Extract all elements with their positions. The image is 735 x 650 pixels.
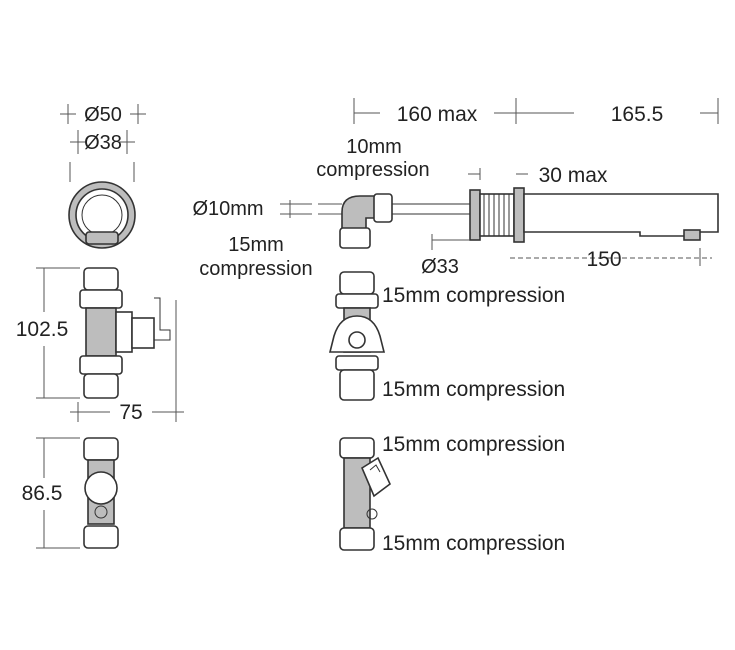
- dim-w-75: 75: [119, 401, 142, 424]
- dim-dia-10mm: Ø10mm: [192, 198, 263, 220]
- callout-valve-bottom: 15mm compression: [382, 378, 565, 401]
- callout-valve-top: 15mm compression: [382, 284, 565, 307]
- dim-dia-38: Ø38: [84, 132, 122, 154]
- callout-10mm-line2: compression: [316, 159, 429, 181]
- callout-strainer-top: 15mm compression: [382, 433, 565, 456]
- spout-end-view: [60, 104, 146, 249]
- callout-15mm-line1: 15mm: [228, 234, 284, 256]
- valve-side-view: [36, 267, 184, 422]
- dim-len-150: 150: [586, 248, 621, 271]
- spout-side-view: [280, 98, 719, 266]
- callout-10mm-line1: 10mm: [346, 136, 402, 158]
- dim-h-86: 86.5: [22, 482, 63, 505]
- dim-len-165: 165.5: [611, 103, 664, 126]
- dim-len-160: 160 max: [397, 103, 478, 126]
- strainer-side-view: [339, 437, 391, 551]
- dim-dia-50: Ø50: [84, 104, 122, 126]
- dim-h-102: 102.5: [16, 318, 69, 341]
- callout-15mm-line2: compression: [199, 258, 312, 280]
- dim-len-30: 30 max: [539, 164, 608, 187]
- dim-dia-33: Ø33: [421, 256, 459, 278]
- valve-front-view: [328, 271, 386, 401]
- strainer-front-view: [36, 437, 119, 549]
- callout-strainer-bottom: 15mm compression: [382, 532, 565, 555]
